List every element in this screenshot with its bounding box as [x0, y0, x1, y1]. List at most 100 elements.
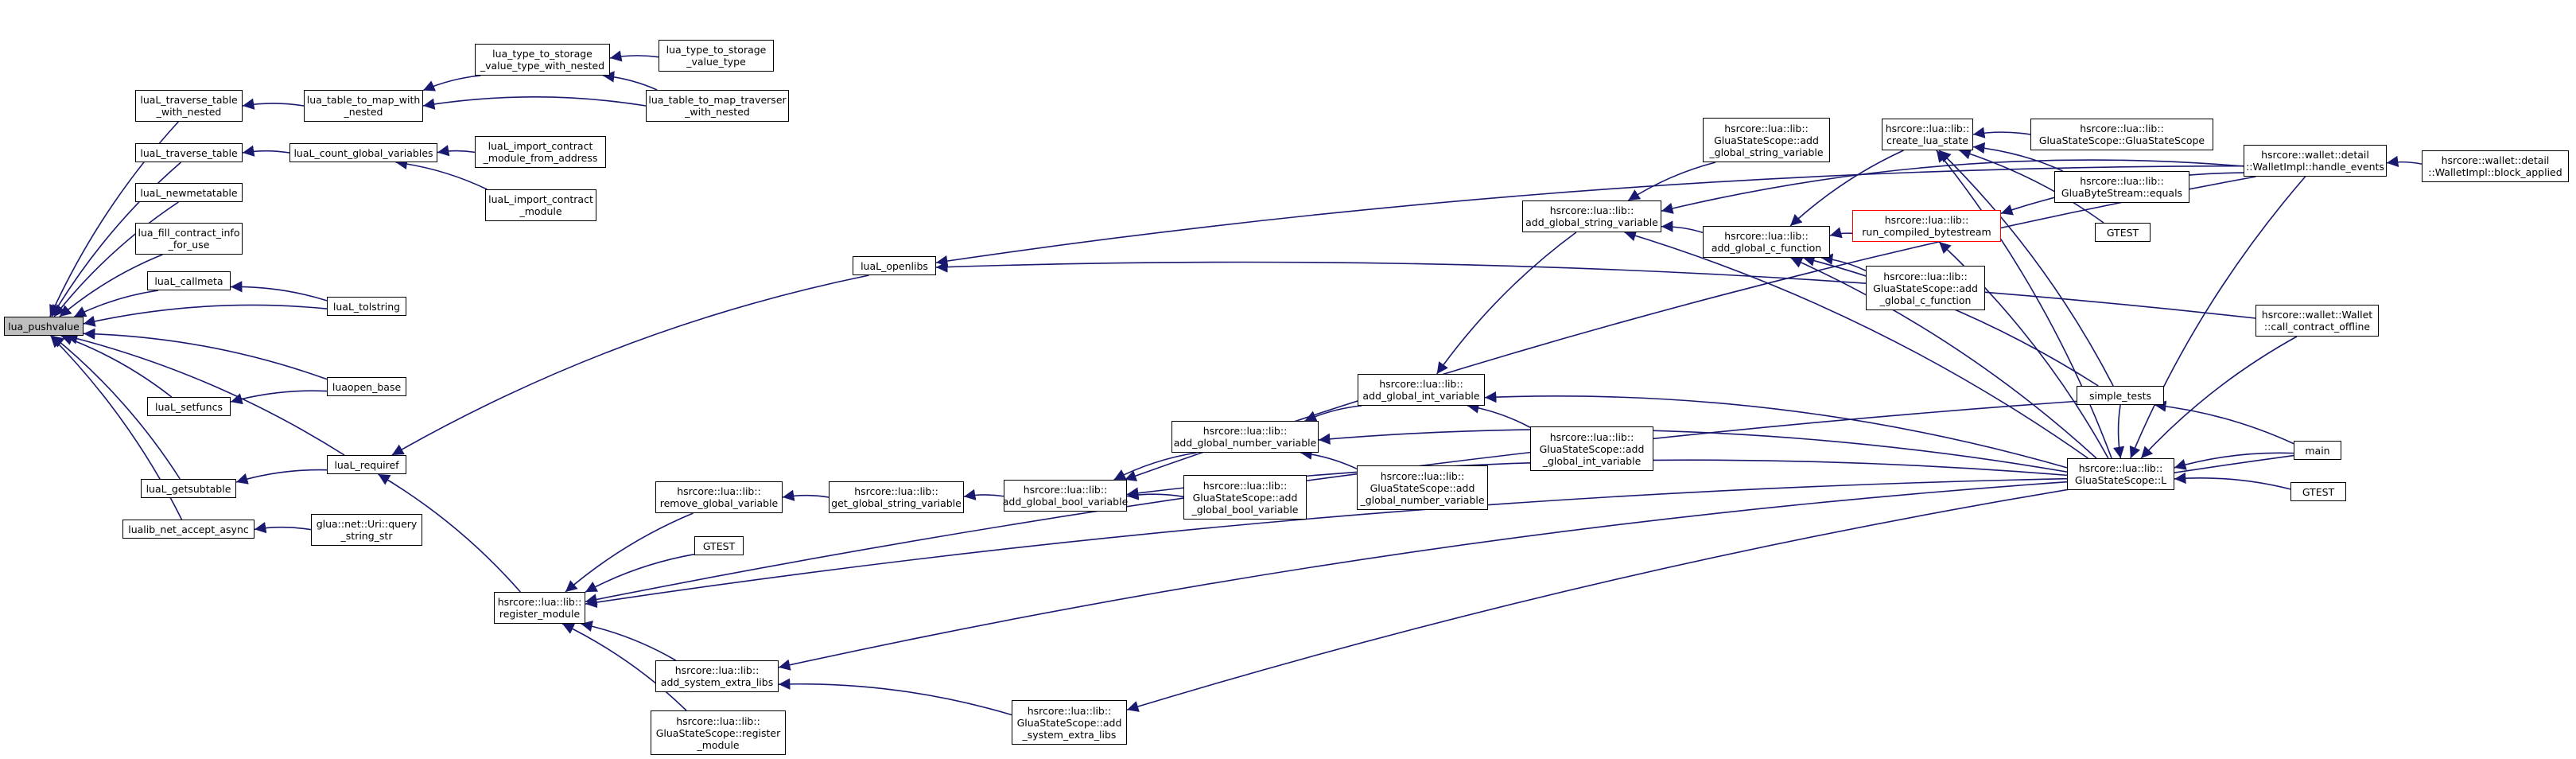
node-lual-callmeta[interactable]: luaL_callmeta: [147, 271, 231, 290]
edge-n10-to-n2: [242, 145, 290, 157]
edge-n9-to-n1: [242, 98, 305, 110]
node-gluastatescope-add-global-int-variable[interactable]: hsrcore::lua::lib::GluaStateScope::add_g…: [1530, 426, 1653, 471]
node-label-line: create_lua_state: [1886, 134, 1968, 146]
node-lua-table-to-map-traverser-with-nested[interactable]: lua_table_to_map_traverser_with_nested: [646, 90, 789, 122]
edge-n36-to-n34: [1661, 220, 1704, 234]
edge-n45-to-n34: [1661, 159, 2244, 214]
node-walletimpl-block-applied[interactable]: hsrcore::wallet::detail::WalletImpl::blo…: [2422, 150, 2569, 182]
node-walletimpl-handle-events[interactable]: hsrcore::wallet::detail::WalletImpl::han…: [2244, 145, 2387, 177]
node-lual-openlibs[interactable]: luaL_openlibs: [853, 256, 936, 275]
node-add-system-extra-libs[interactable]: hsrcore::lua::lib::add_system_extra_libs: [655, 660, 779, 692]
node-create-lua-state[interactable]: hsrcore::lua::lib::create_lua_state: [1882, 119, 1973, 150]
node-gtest-2[interactable]: GTEST: [2095, 223, 2151, 242]
edge-n41-to-n37: [1972, 142, 2064, 172]
node-label-line: add_global_int_variable: [1362, 390, 1480, 402]
edge-n35-to-n34: [1627, 162, 1716, 201]
node-add-global-int-variable[interactable]: hsrcore::lua::lib::add_global_int_variab…: [1358, 374, 1485, 406]
node-label-line: hsrcore::lua::lib::: [2080, 175, 2164, 187]
node-glua-net-uri-query-string-str[interactable]: glua::net::Uri::query_string_str: [311, 514, 422, 546]
edge-n4-to-n0: [59, 254, 163, 317]
node-label-line: lualib_net_accept_async: [128, 523, 249, 535]
node-label-line: _for_use: [168, 239, 210, 251]
node-gtest-1[interactable]: GTEST: [694, 536, 744, 555]
node-label-line: GluaStateScope::add: [1192, 491, 1298, 504]
node-add-global-number-variable[interactable]: hsrcore::lua::lib::add_global_number_var…: [1171, 421, 1319, 453]
node-gluastatescope-register-module[interactable]: hsrcore::lua::lib::GluaStateScope::regis…: [651, 710, 786, 755]
node-label-line: hsrcore::wallet::Wallet: [2261, 309, 2373, 321]
node-gluastatescope-l[interactable]: hsrcore::lua::lib::GluaStateScope::L: [2067, 458, 2174, 490]
node-lual-getsubtable[interactable]: luaL_getsubtable: [141, 479, 236, 498]
node-lual-traverse-table[interactable]: luaL_traverse_table: [135, 143, 243, 162]
edge-n38-to-n36: [1829, 227, 1853, 239]
node-label-line: add_global_string_variable: [1525, 216, 1658, 228]
node-label-line: hsrcore::lua::lib::: [677, 485, 761, 497]
node-lual-import-contract-module[interactable]: luaL_import_contract_module: [485, 189, 596, 221]
node-label-line: _value_type: [686, 56, 746, 68]
node-label-line: _global_c_function: [1879, 294, 1972, 306]
edge-n18-to-n10: [437, 145, 476, 157]
node-lua-fill-contract-info-for-use[interactable]: lua_fill_contract_info_for_use: [135, 223, 243, 255]
node-label-line: GluaStateScope::add: [1016, 716, 1122, 729]
node-label-line: hsrcore::lua::lib::: [854, 485, 938, 497]
node-label-line: hsrcore::wallet::detail: [2441, 154, 2550, 166]
node-gluastatescope-add-global-bool-variable[interactable]: hsrcore::lua::lib::GluaStateScope::add_g…: [1183, 475, 1307, 520]
node-label-line: add_global_number_variable: [1173, 437, 1317, 449]
edge-n44-to-n37: [1936, 150, 2112, 459]
node-label-line: luaopen_base: [332, 380, 402, 393]
node-luaopen-base[interactable]: luaopen_base: [327, 377, 406, 396]
node-gluastatescope-add-system-extra-libs[interactable]: hsrcore::lua::lib::GluaStateScope::add_s…: [1012, 700, 1127, 745]
edge-n5-to-n0: [74, 290, 159, 317]
node-lual-import-contract-module-from-address[interactable]: luaL_import_contract_module_from_address: [475, 136, 606, 168]
node-label-line: luaL_setfuncs: [154, 400, 223, 413]
node-label-line: luaL_count_global_variables: [293, 146, 433, 159]
edge-n15-to-n9: [422, 75, 481, 91]
node-lual-traverse-table-with-nested[interactable]: luaL_traverse_table_with_nested: [135, 90, 243, 122]
node-lual-tolstring[interactable]: luaL_tolstring: [327, 297, 406, 316]
node-label-line: GTEST: [2302, 485, 2335, 498]
node-gluastatescope-gluastatescope[interactable]: hsrcore::lua::lib::GluaStateScope::GluaS…: [2030, 119, 2213, 150]
node-label-line: luaL_callmeta: [154, 274, 223, 287]
node-gluabytestream-equals[interactable]: hsrcore::lua::lib::GluaByteStream::equal…: [2054, 171, 2189, 203]
node-label-line: hsrcore::lua::lib::: [1023, 484, 1108, 496]
node-lua-pushvalue[interactable]: lua_pushvalue: [4, 317, 84, 336]
node-label-line: _global_bool_variable: [1191, 503, 1299, 516]
edge-n24-to-n21: [581, 620, 677, 661]
node-label-line: GluaStateScope::add: [1370, 481, 1475, 494]
node-add-global-string-variable[interactable]: hsrcore::lua::lib::add_global_string_var…: [1522, 200, 1661, 232]
node-add-global-c-function[interactable]: hsrcore::lua::lib::add_global_c_function: [1703, 226, 1830, 258]
node-gluastatescope-add-global-c-function[interactable]: hsrcore::lua::lib::GluaStateScope::add_g…: [1866, 266, 1985, 310]
edge-n49-to-n45: [2386, 155, 2423, 168]
node-add-global-bool-variable[interactable]: hsrcore::lua::lib::add_global_bool_varia…: [1003, 480, 1128, 512]
node-gtest-3[interactable]: GTEST: [2290, 482, 2346, 501]
node-wallet-call-contract-offline[interactable]: hsrcore::wallet::Wallet::call_contract_o…: [2255, 305, 2379, 337]
node-label-line: add_system_extra_libs: [660, 676, 774, 688]
edge-n22-to-n21: [565, 512, 694, 593]
edge-n17-to-n9: [422, 96, 647, 110]
node-lual-requiref[interactable]: luaL_requiref: [327, 455, 406, 474]
node-main[interactable]: main: [2294, 441, 2341, 460]
node-label-line: glua::net::Uri::query: [316, 518, 418, 530]
node-lua-type-to-storage-value-type[interactable]: lua_type_to_storage_value_type: [659, 40, 774, 72]
node-gluastatescope-add-global-string-variable[interactable]: hsrcore::lua::lib::GluaStateScope::add_g…: [1703, 118, 1830, 162]
node-label-line: luaL_traverse_table: [140, 146, 238, 159]
node-label-line: hsrcore::lua::lib::: [676, 714, 760, 727]
node-lual-count-global-variables[interactable]: luaL_count_global_variables: [289, 143, 437, 162]
node-lualib-net-accept-async[interactable]: lualib_net_accept_async: [122, 520, 254, 539]
node-lua-table-to-map-with-nested[interactable]: lua_table_to_map_with_nested: [304, 90, 423, 122]
node-simple-tests[interactable]: simple_tests: [2077, 386, 2164, 405]
node-label-line: _with_nested: [685, 106, 750, 118]
node-label-line: lua_table_to_map_traverser: [648, 94, 787, 106]
node-remove-global-variable[interactable]: hsrcore::lua::lib::remove_global_variabl…: [655, 481, 783, 513]
edge-n40-to-n37: [1972, 127, 2031, 138]
edge-n39-to-n36: [1820, 253, 1867, 271]
node-run-compiled-bytestream[interactable]: hsrcore::lua::lib::run_compiled_bytestre…: [1852, 210, 2001, 242]
node-label-line: hsrcore::lua::lib::: [674, 664, 760, 676]
node-register-module[interactable]: hsrcore::lua::lib::register_module: [494, 592, 585, 624]
node-lua-type-to-storage-value-type-with-nested[interactable]: lua_type_to_storage_value_type_with_nest…: [475, 44, 610, 76]
node-get-global-string-variable[interactable]: hsrcore::lua::lib::get_global_string_var…: [829, 481, 964, 513]
node-label-line: _nested: [344, 106, 383, 118]
node-lual-setfuncs[interactable]: luaL_setfuncs: [147, 397, 231, 416]
node-lual-newmetatable[interactable]: luaL_newmetatable: [135, 183, 243, 202]
edge-n21-to-n13: [378, 473, 521, 593]
node-gluastatescope-add-global-number-variable[interactable]: hsrcore::lua::lib::GluaStateScope::add_g…: [1357, 465, 1488, 510]
